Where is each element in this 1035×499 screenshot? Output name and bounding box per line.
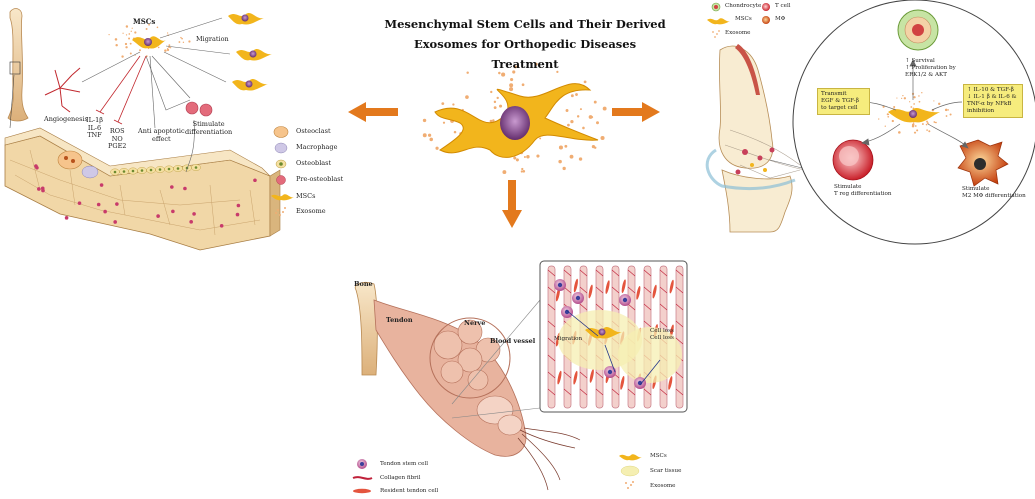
legend-scar-tissue: Scar tissue xyxy=(650,468,682,474)
nerve-label: Nerve xyxy=(464,319,486,327)
legend-collagen-fibril: Collagen fibril xyxy=(380,475,421,481)
legend-exosome-joint: Exosome xyxy=(725,30,751,36)
title-line-2: Exosomes for Orthopedic Diseases Treatme… xyxy=(413,37,637,71)
legend-macrophage-joint: MΦ xyxy=(775,16,786,22)
joint-zoom-circle xyxy=(707,0,1035,245)
migration-label-tendon: Migration xyxy=(554,336,583,342)
bone-illustration xyxy=(4,8,281,251)
legend-osteoblast: Osteoblast xyxy=(296,159,332,167)
blood-vessel-label: Blood vessel xyxy=(490,337,536,345)
legend-mscs-tendon: MSCs xyxy=(650,453,667,459)
legend-mscs: MSCs xyxy=(296,192,316,200)
arrow-right xyxy=(612,102,660,122)
arrow-left xyxy=(348,102,398,122)
inhibit-box: ↑ IL-10 & TGF-β↓ IL-1 β & IL-6 &TNF-α by… xyxy=(963,84,1023,118)
tendon-illustration xyxy=(354,282,581,491)
migration-label: Migration xyxy=(196,35,229,43)
central-msc xyxy=(422,62,607,175)
legend-pre-osteoblast: Pre-osteoblast xyxy=(296,175,344,183)
legend-t-cell: T cell xyxy=(775,3,791,9)
tendon-zoom-box xyxy=(539,260,688,413)
angiogenesis-label: Angiogenesis xyxy=(44,115,88,123)
arrow-down xyxy=(502,180,522,228)
legend-tendon-stem-cell: Tendon stem cell xyxy=(380,461,429,467)
legend-exosome: Exosome xyxy=(296,207,326,215)
legend-osteoclast: Osteoclast xyxy=(296,127,331,135)
title-line-1: Mesenchymal Stem Cells and Their Derived xyxy=(384,17,666,31)
legend-chondrocyte: Chondrocyte xyxy=(725,3,762,9)
legend-exosome-tendon: Exosome xyxy=(650,483,676,489)
mscs-label: MSCs xyxy=(133,17,156,26)
bone-legend-swatches xyxy=(271,126,294,216)
tendon-legend-swatches xyxy=(352,454,642,494)
knee-illustration xyxy=(705,44,811,233)
legend-macrophage: Macrophage xyxy=(296,143,338,151)
legend-mscs-joint: MSCs xyxy=(735,16,752,22)
figure-title: Mesenchymal Stem Cells and Their Derived… xyxy=(380,14,670,74)
legend-resident-tendon-cell: Resident tendon cell xyxy=(380,488,439,494)
tendon-label: Tendon xyxy=(386,316,413,324)
bone-label: Bone xyxy=(354,280,373,288)
